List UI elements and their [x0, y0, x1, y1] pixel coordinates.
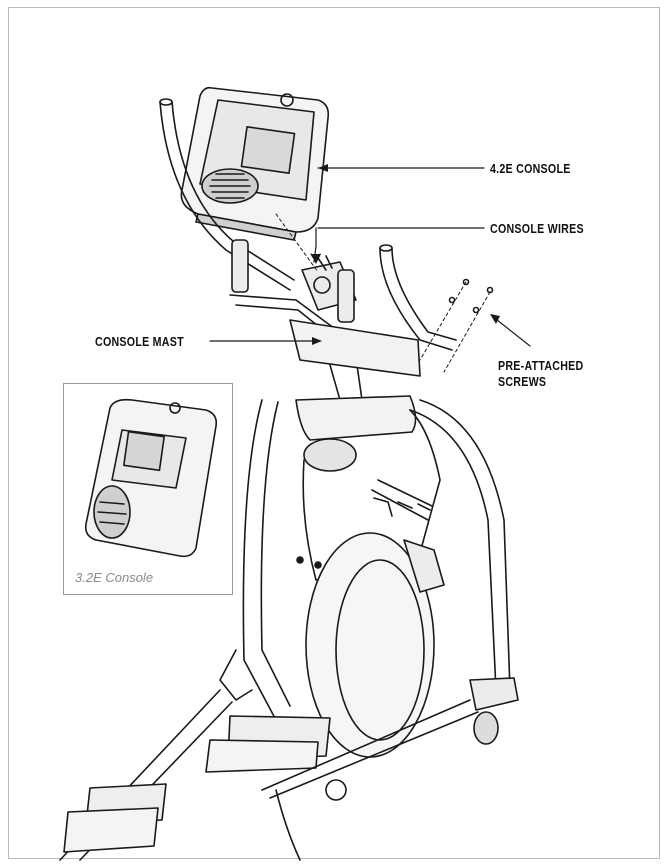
label-console-wires: CONSOLE WIRES — [490, 221, 584, 236]
console-42e-drawing — [180, 86, 330, 241]
console-32e-drawing — [84, 398, 218, 558]
page-frame — [8, 7, 660, 859]
machine-body-drawing — [242, 395, 511, 758]
alignment-lines — [275, 213, 491, 373]
label-console-mast: CONSOLE MAST — [95, 334, 184, 349]
label-pre-attached: PRE-ATTACHED — [498, 358, 584, 373]
inset-32e-frame — [63, 383, 233, 595]
label-42e-console: 4.2E CONSOLE — [490, 161, 571, 176]
screws-drawing — [448, 278, 494, 314]
label-screws: SCREWS — [498, 374, 547, 389]
pedals-drawing — [59, 649, 519, 861]
inset-caption-32e: 3.2E Console — [75, 570, 154, 585]
console-mast-drawing — [289, 255, 421, 401]
callout-arrowheads — [311, 164, 500, 345]
